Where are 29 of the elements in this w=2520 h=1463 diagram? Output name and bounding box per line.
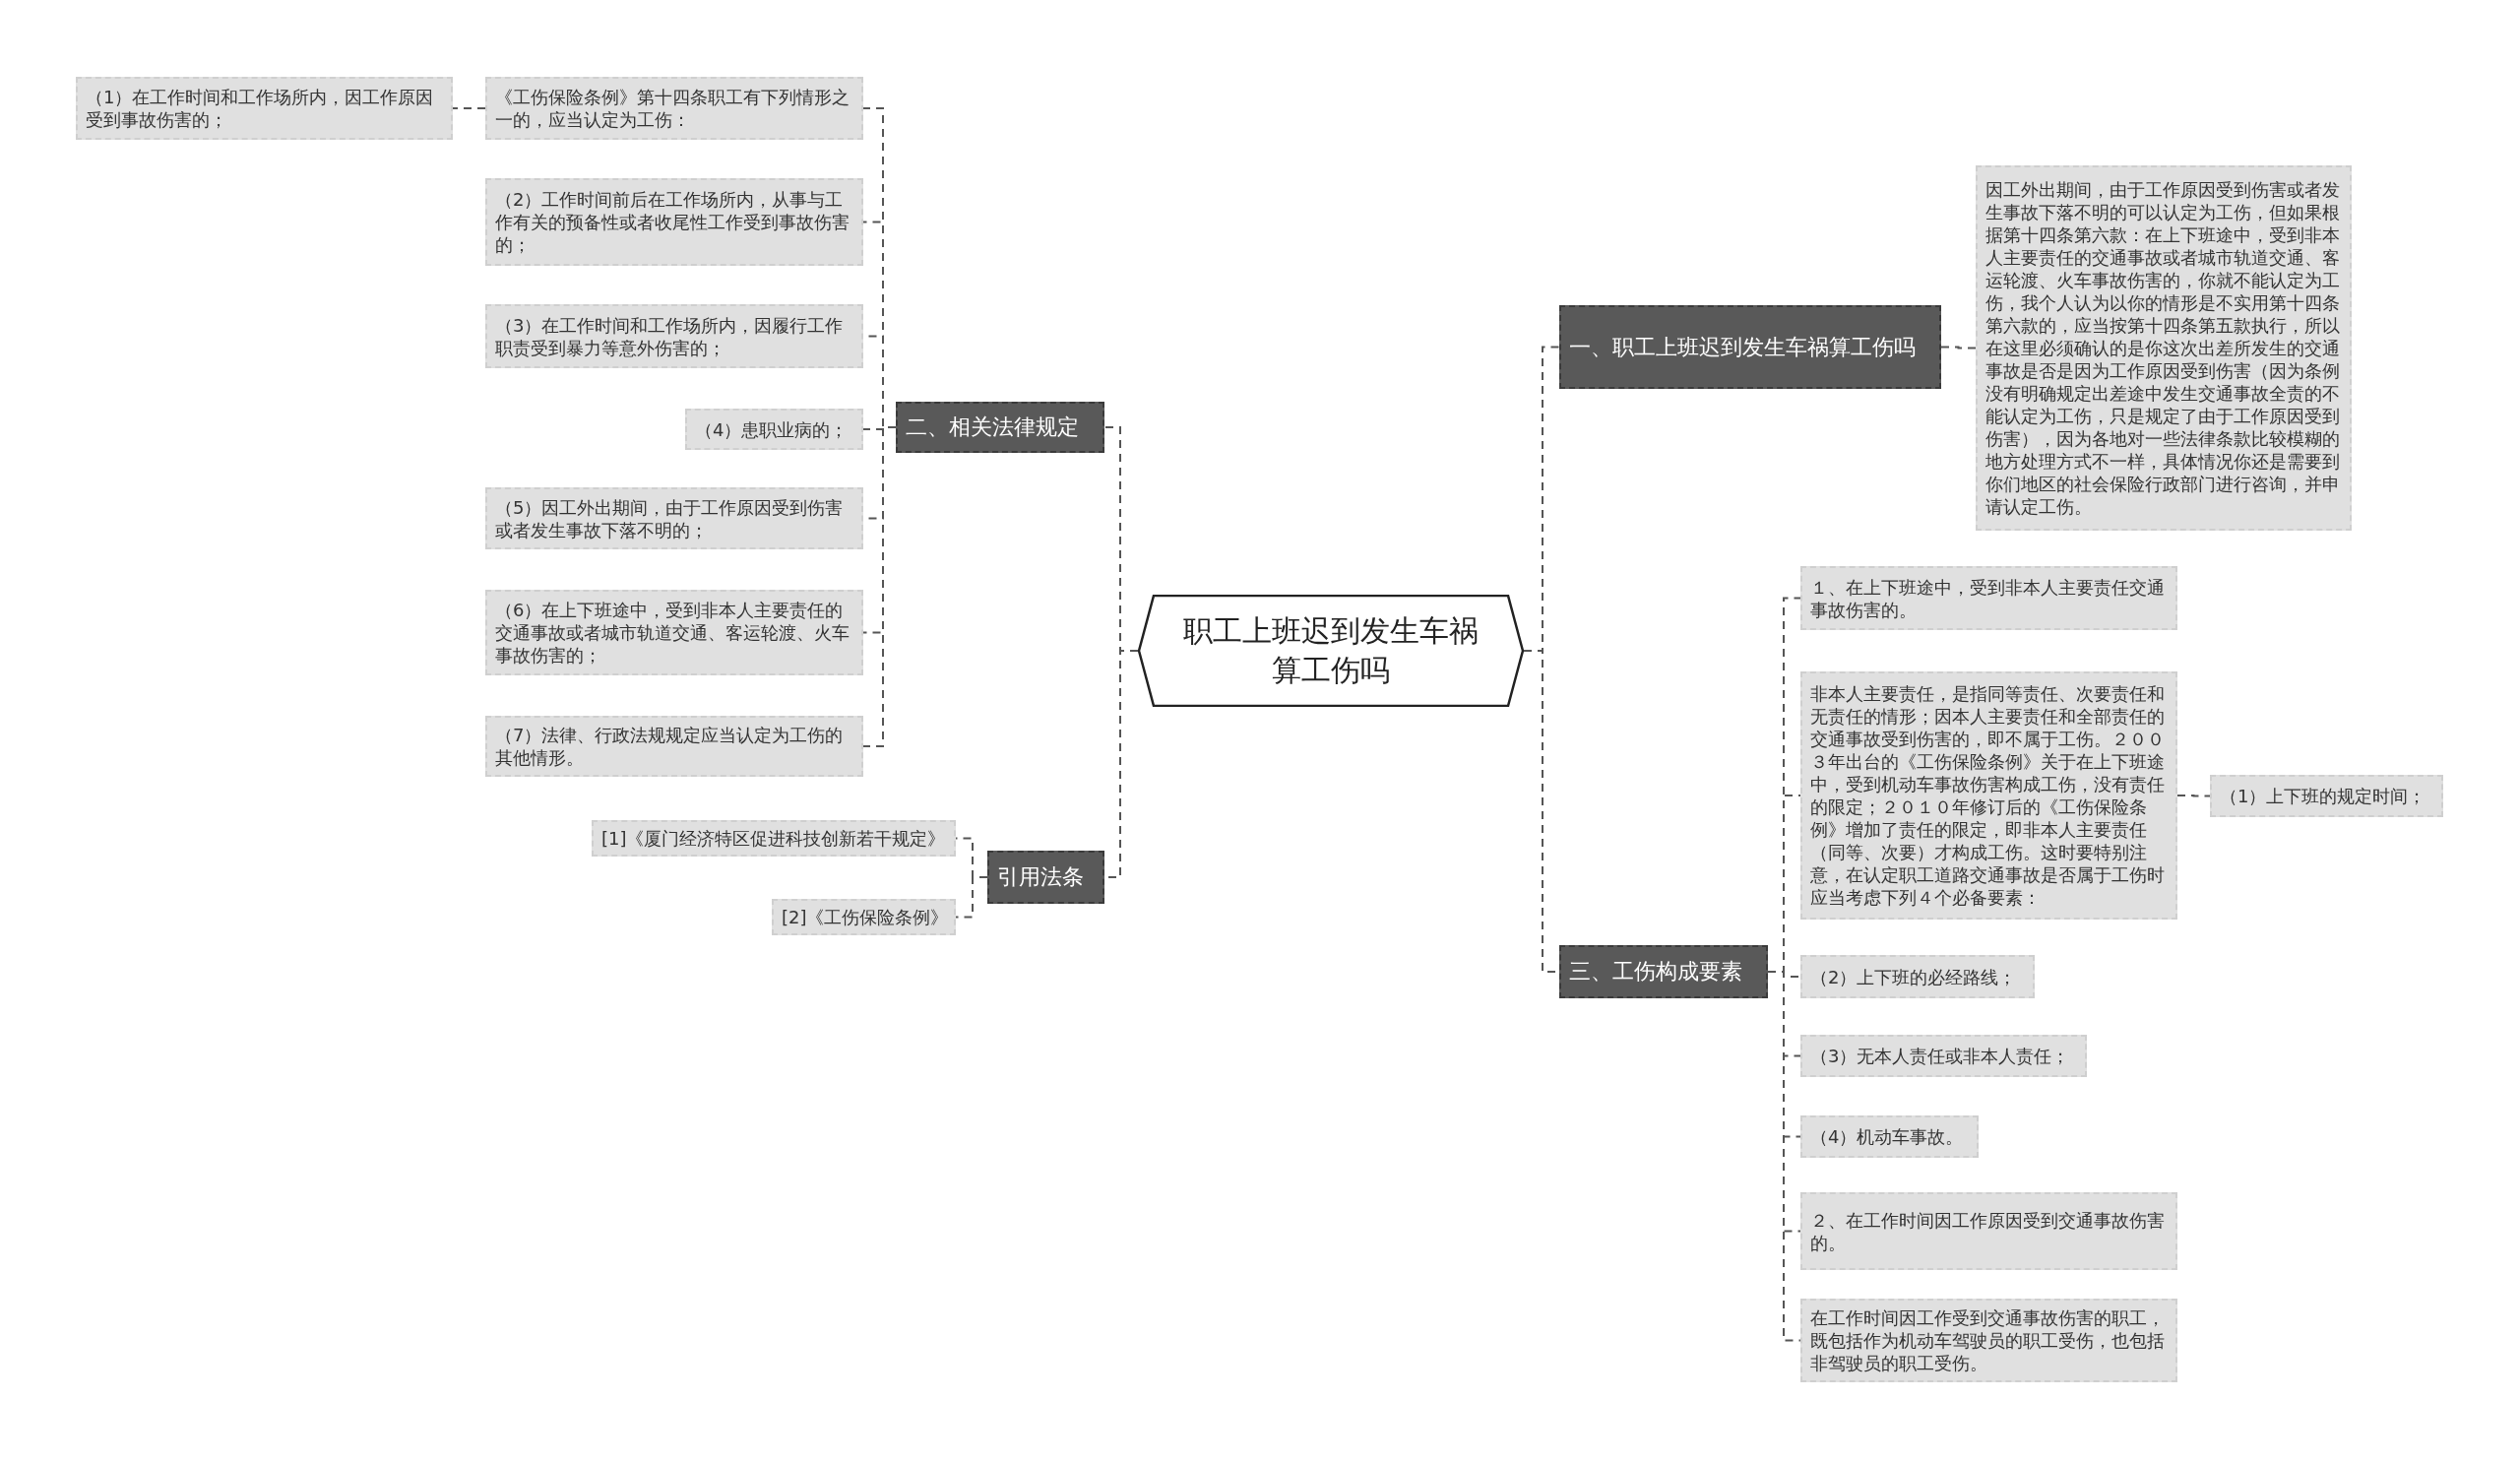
item-box: （1）上下班的规定时间； <box>2210 775 2443 817</box>
item-box: 在工作时间因工作受到交通事故伤害的职工，既包括作为机动车驾驶员的职工受伤，也包括非驾驶员的职工受伤。 <box>1800 1299 2177 1382</box>
item-box: ２、在工作时间因工作原因受到交通事故伤害的。 <box>1800 1192 2177 1270</box>
item-box: [1]《厦门经济特区促进科技创新若干规定》 <box>592 820 956 857</box>
branch-box: 二、相关法律规定 <box>896 402 1104 453</box>
note-box: 因工外出期间，由于工作原因受到伤害或者发生事故下落不明的可以认定为工伤，但如果根据第十四条第六款：在上下班途中，受到非本人主要责任的交通事故或者城市轨道交通、客运轮渡、火车事故伤害的，你就不能认定为工伤，我个人认为以你的情形是不实用第十四条第六款的，应当按第十四条第五款执行，所以在这里必须确认的是你这次出差所发生的交通事故是否是因为工作原因受到伤害（因为条例没有明确规定出差途中发生交通事故全责的不能认定为工伤，只是规定了由于工作原因受到伤害），因为各地对一些法律条款比较模糊的地方处理方式不一样，具体情况你还是需要到你们地区的社会保险行政部门进行咨询，并申请认定工伤。 <box>1976 165 2352 531</box>
item-box: １、在上下班途中，受到非本人主要责任交通事故伤害的。 <box>1800 566 2177 630</box>
topic-hexagon: 职工上班迟到发生车祸算工伤吗 <box>1138 595 1524 707</box>
item-box: （5）因工外出期间，由于工作原因受到伤害或者发生事故下落不明的； <box>485 487 863 549</box>
branch-box: 一、职工上班迟到发生车祸算工伤吗 <box>1559 305 1941 389</box>
item-box: （3）无本人责任或非本人责任； <box>1800 1035 2087 1077</box>
connector-line <box>955 876 988 919</box>
item-box: （6）在上下班途中，受到非本人主要责任的交通事故或者城市轨道交通、客运轮渡、火车事故伤害的； <box>485 590 863 675</box>
item-box: （7）法律、行政法规规定应当认定为工伤的其他情形。 <box>485 716 863 777</box>
connector-line <box>862 426 897 747</box>
item-box: [2]《工伤保险条例》 <box>772 899 956 935</box>
item-box: （2）工作时间前后在工作场所内，从事与工作有关的预备性或者收尾性工作受到事故伤害的； <box>485 178 863 266</box>
item-box: 《工伤保险条例》第十四条职工有下列情形之一的，应当认定为工伤： <box>485 77 863 140</box>
note-box: 非本人主要责任，是指同等责任、次要责任和无责任的情形；因本人主要责任和全部责任的交通事故受到伤害的，即不属于工伤。２００３年出台的《工伤保险条例》关于在上下班途中，受到机动车事故伤害构成工伤，没有责任的限定；２０１０年修订后的《工伤保险条例》增加了责任的限定，即非本人主要责任（同等、次要）才构成工伤。这时要特别注意，在认定职工道路交通事故是否属于工伤时应当考虑下列４个必备要素： <box>1800 671 2177 920</box>
branch-box: 三、工伤构成要素 <box>1559 945 1768 998</box>
item-box: （3）在工作时间和工作场所内，因履行工作职责受到暴力等意外伤害的； <box>485 304 863 368</box>
item-box: （2）上下班的必经路线； <box>1800 955 2035 998</box>
item-box: （1）在工作时间和工作场所内，因工作原因受到事故伤害的； <box>76 77 453 140</box>
connector-line <box>452 107 486 109</box>
item-box: （4）机动车事故。 <box>1800 1115 1979 1158</box>
connector-line <box>1940 346 1977 350</box>
connector-line <box>2176 795 2211 797</box>
branch-box: 引用法条 <box>987 851 1104 904</box>
item-box: （4）患职业病的； <box>685 409 863 450</box>
